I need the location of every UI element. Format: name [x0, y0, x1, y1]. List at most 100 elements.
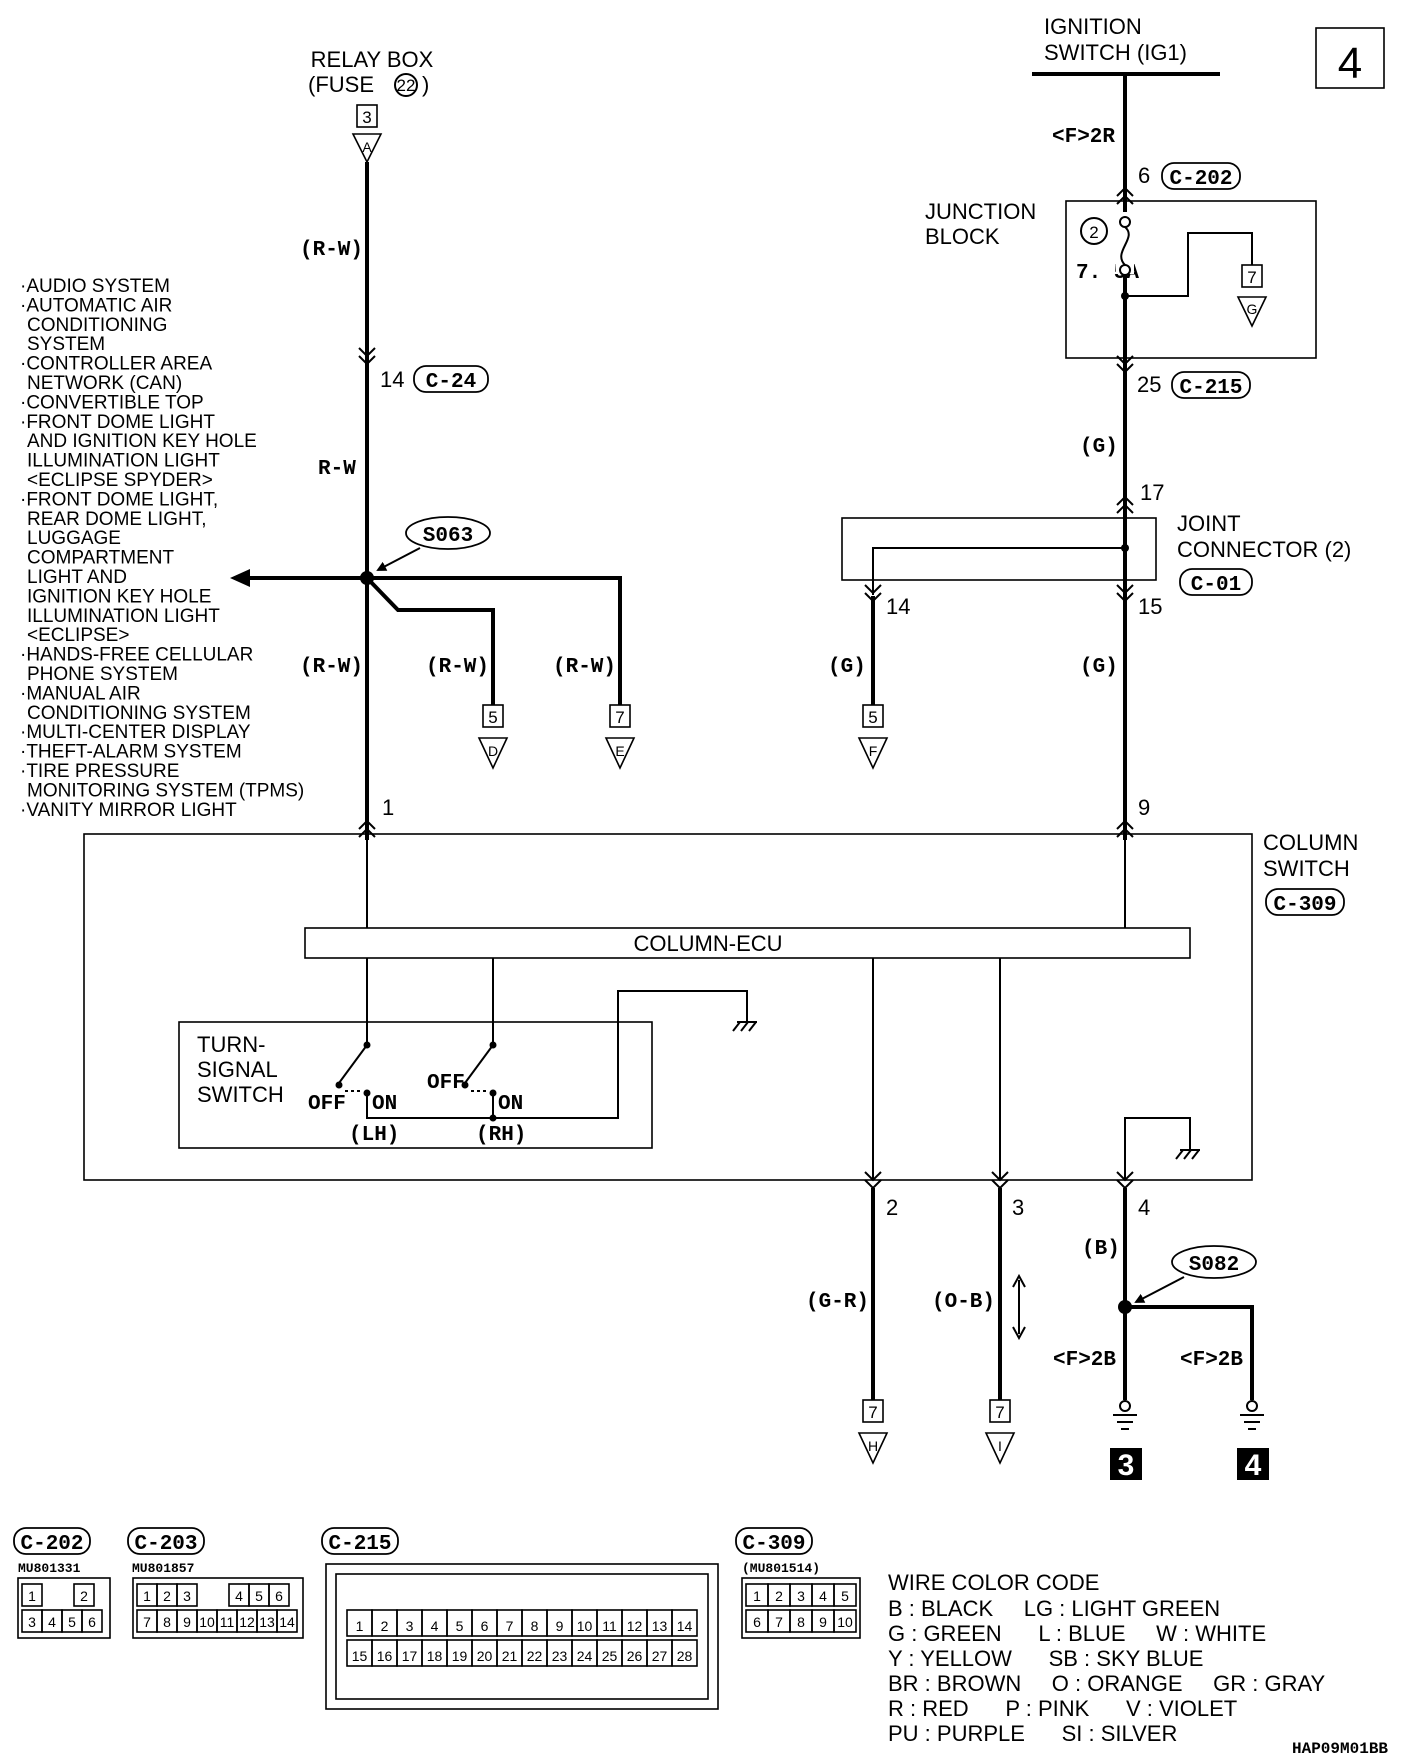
svg-text:SWITCH (IG1): SWITCH (IG1) — [1044, 40, 1187, 65]
flag-letter: A — [362, 139, 372, 155]
pin-cell — [81, 1609, 103, 1633]
systems-list-item: COMPARTMENT — [27, 548, 174, 569]
pin-number: 14 — [279, 1614, 295, 1630]
svg-text:4: 4 — [1245, 1449, 1262, 1482]
svg-text:BLOCK: BLOCK — [925, 224, 1000, 249]
pin-number: 6 — [275, 1588, 283, 1604]
splice-s063: S063 — [376, 516, 491, 571]
pin-number: 9 — [183, 1614, 191, 1630]
systems-list-item: NETWORK (CAN) — [27, 373, 182, 394]
pin-number: 4 — [235, 1588, 243, 1604]
flag-7-g[interactable]: 7 G — [1236, 264, 1268, 328]
flag-3-a[interactable]: 3 A — [351, 104, 383, 164]
flag-7-h[interactable]: 7 H — [857, 1399, 889, 1465]
svg-text:F: F — [869, 743, 878, 759]
systems-list-item: REAR DOME LIGHT, — [27, 509, 206, 530]
flag-7-e[interactable]: 7 E — [604, 704, 636, 770]
pin-number: 7 — [775, 1614, 783, 1630]
pin-number: 26 — [627, 1648, 643, 1664]
wire-label-g-1: (G) — [1080, 436, 1118, 459]
splice-s082: S082 — [1134, 1245, 1257, 1303]
svg-text:7: 7 — [995, 1403, 1004, 1422]
pin-number: 9 — [556, 1618, 564, 1634]
pin-cell — [671, 1639, 698, 1667]
systems-list-item: PHONE SYSTEM — [27, 664, 178, 685]
wire-label-rw: (R-W) — [300, 239, 363, 262]
svg-text:COLUMN: COLUMN — [1263, 830, 1358, 855]
pin-number: 3 — [406, 1618, 414, 1634]
pin-number: 6 — [753, 1614, 761, 1630]
pin-number: 3 — [28, 1614, 36, 1630]
svg-text:CONNECTOR (2): CONNECTOR (2) — [1177, 537, 1351, 562]
systems-list-item: <ECLIPSE> — [27, 625, 129, 646]
svg-text:ON: ON — [372, 1093, 397, 1116]
wire-b-branch — [1125, 1305, 1254, 1400]
pin-number: 16 — [377, 1648, 393, 1664]
pin-number: 12 — [239, 1614, 255, 1630]
wire-branch-e — [367, 576, 622, 705]
systems-list-item: ·MULTI-CENTER DISPLAY — [20, 722, 251, 743]
flag-7-i[interactable]: 7 I — [984, 1399, 1016, 1465]
pin-cs-9: 9 — [1138, 795, 1150, 820]
pin-number: 25 — [602, 1648, 618, 1664]
svg-text:C-215: C-215 — [1179, 377, 1242, 400]
svg-text:3: 3 — [1118, 1449, 1135, 1482]
fuse-circle — [394, 73, 418, 97]
fuse-number: 22 — [397, 76, 416, 95]
pin-number: 1 — [28, 1588, 36, 1604]
ground-symbol-3 — [1113, 1400, 1137, 1430]
pin-cell — [833, 1583, 857, 1607]
wire-label-rw-2: (R-W) — [300, 656, 363, 679]
pin-cs-2: 2 — [886, 1195, 898, 1220]
fuse-no: 2 — [1089, 223, 1098, 242]
svg-text:WIRE COLOR CODE: WIRE COLOR CODE — [888, 1570, 1099, 1595]
systems-list-item: CONDITIONING SYSTEM — [27, 703, 251, 724]
pin-jc-14: 14 — [886, 594, 910, 619]
relay-box-label: RELAY BOX (FUSE 22 ) — [308, 47, 434, 97]
svg-text:OFF: OFF — [427, 1072, 465, 1095]
ground-number-3: 3 — [1110, 1448, 1142, 1482]
pin-number: 27 — [652, 1648, 668, 1664]
svg-text:S063: S063 — [423, 525, 473, 548]
systems-list-item: ·CONVERTIBLE TOP — [20, 392, 204, 413]
ground-number-4: 4 — [1237, 1448, 1269, 1482]
wire-label-g-3: (G) — [1080, 656, 1118, 679]
wire-label-rw-plain: R-W — [318, 458, 356, 481]
svg-text:H: H — [868, 1438, 878, 1454]
pin-number: 18 — [427, 1648, 443, 1664]
pin-cell — [21, 1583, 43, 1607]
systems-list-item: ILLUMINATION LIGHT — [27, 606, 220, 627]
pin-number: 10 — [837, 1614, 853, 1630]
junction-block: JUNCTION BLOCK 2 7. 5A — [925, 199, 1317, 359]
svg-text:E: E — [615, 743, 624, 759]
pin-number: 13 — [652, 1618, 668, 1634]
systems-list-item: SYSTEM — [27, 334, 105, 355]
pin-number: 3 — [183, 1588, 191, 1604]
systems-list-item: <ECLIPSE SPYDER> — [27, 470, 213, 491]
svg-text:7: 7 — [868, 1403, 877, 1422]
pin-number: 5 — [456, 1618, 464, 1634]
systems-list-item: ·AUDIO SYSTEM — [20, 276, 170, 297]
pin-number: 19 — [452, 1648, 468, 1664]
joint-connector: JOINT CONNECTOR (2) C-01 — [841, 511, 1351, 597]
pin-jc-15: 15 — [1138, 594, 1162, 619]
svg-text:(MU801514): (MU801514) — [742, 1561, 820, 1576]
pin-cell — [176, 1583, 198, 1607]
page-number-box: 4 — [1315, 27, 1385, 89]
page-number: 4 — [1338, 39, 1362, 88]
connector-chevron — [358, 347, 376, 366]
systems-list-item: ·VANITY MIRROR LIGHT — [20, 800, 237, 821]
pin-number: 2 — [775, 1588, 783, 1604]
pin-number: 1 — [143, 1588, 151, 1604]
flag-5-f[interactable]: 5 F — [857, 704, 889, 770]
pin-cs-3: 3 — [1012, 1195, 1024, 1220]
pin-number: 6 — [88, 1614, 96, 1630]
ground-symbol-4 — [1240, 1400, 1264, 1430]
svg-text:5: 5 — [488, 708, 497, 727]
wire-label-b: (B) — [1082, 1238, 1120, 1261]
svg-text:C-01: C-01 — [1191, 574, 1241, 597]
flag-5-d[interactable]: 5 D — [477, 704, 509, 770]
pin-number: 8 — [163, 1614, 171, 1630]
svg-text:C-309: C-309 — [742, 1533, 805, 1556]
